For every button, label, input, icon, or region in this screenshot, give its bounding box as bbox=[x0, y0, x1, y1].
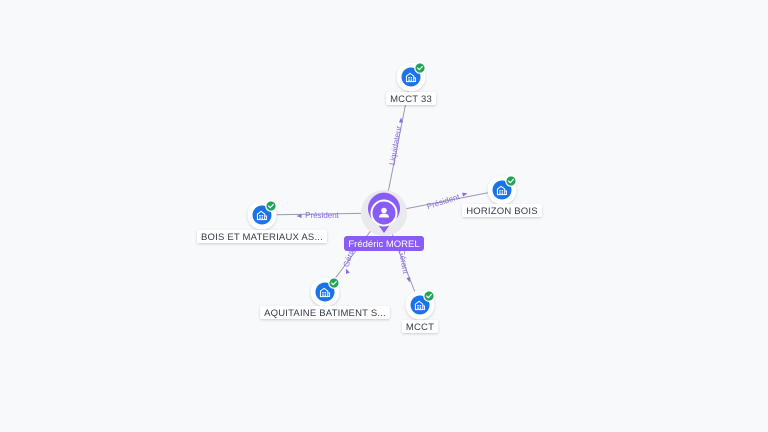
company-name: AQUITAINE BATIMENT S... bbox=[264, 308, 386, 319]
edge-label: Président bbox=[426, 192, 462, 211]
edge-label: Président bbox=[305, 211, 340, 220]
company-label-bg bbox=[462, 204, 542, 217]
edge-label: Gérant bbox=[397, 249, 410, 275]
person-node[interactable]: Frédéric MOREL bbox=[344, 190, 424, 251]
company-node-bois[interactable]: BOIS ET MATERIAUX AS... bbox=[197, 200, 327, 244]
verified-check-icon bbox=[414, 62, 426, 74]
company-node-aquitaine[interactable]: AQUITAINE BATIMENT S... bbox=[260, 277, 390, 320]
arrow-icon bbox=[462, 192, 468, 197]
arrow-icon bbox=[406, 277, 411, 283]
company-label-bg bbox=[260, 306, 390, 319]
company-node-horizon[interactable]: HORIZON BOIS bbox=[462, 175, 542, 218]
arrow-icon bbox=[345, 268, 350, 275]
company-name: BOIS ET MATERIAUX AS... bbox=[201, 232, 323, 243]
person-icon bbox=[379, 207, 389, 218]
company-label-bg bbox=[386, 92, 436, 105]
company-name: MCCT 33 bbox=[390, 94, 432, 105]
verified-check-icon bbox=[265, 200, 277, 212]
nodes-layer: MCCT 33 HORIZON BOIS BOIS ET MATERIAUX AS.… bbox=[197, 62, 542, 334]
arrow-icon bbox=[296, 214, 302, 218]
company-node-mcct33[interactable]: MCCT 33 bbox=[386, 62, 436, 106]
company-node-mcct[interactable]: MCCT bbox=[401, 290, 439, 334]
company-name: MCCT bbox=[406, 322, 434, 333]
company-label-bg bbox=[401, 320, 439, 333]
edge-label: Liquidateur bbox=[388, 125, 404, 166]
person-name: Frédéric MOREL bbox=[348, 239, 419, 250]
person-label-bg bbox=[344, 236, 424, 251]
verified-check-icon bbox=[505, 175, 517, 187]
verified-check-icon bbox=[328, 277, 340, 289]
company-name: HORIZON BOIS bbox=[466, 206, 538, 217]
arrow-icon bbox=[399, 117, 403, 123]
company-label-bg bbox=[197, 230, 327, 243]
verified-check-icon bbox=[423, 290, 435, 302]
